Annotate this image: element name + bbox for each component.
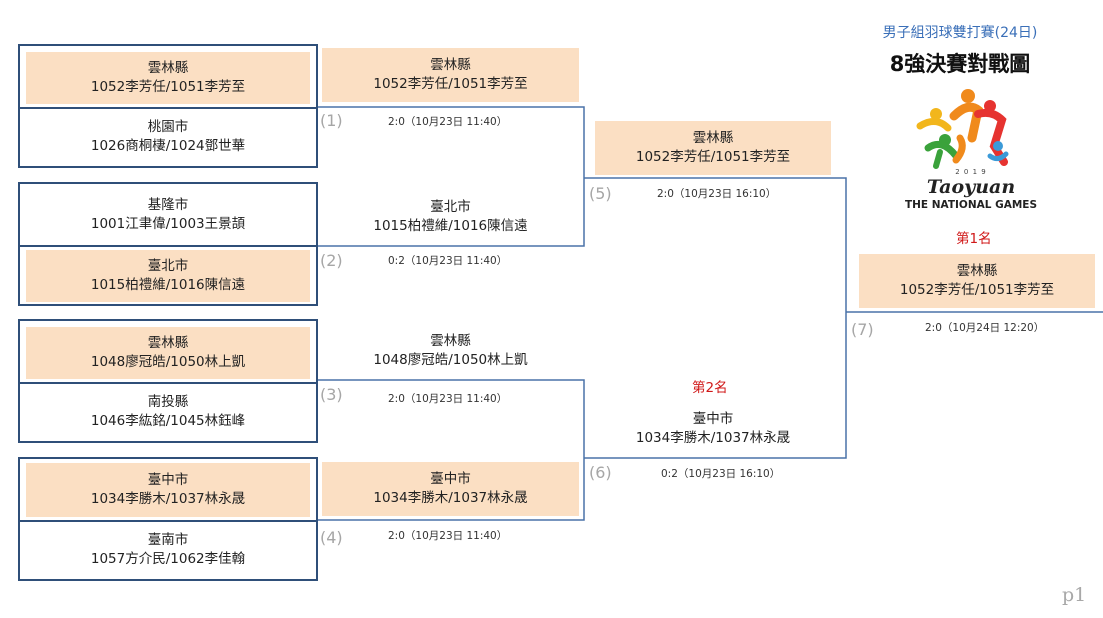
- taoyuan-2019-national-games-logo: 2 0 1 9 Taoyuan THE NATIONAL GAMES: [898, 86, 1044, 214]
- match-score: 2:0（10月23日 11:40）: [388, 393, 508, 405]
- team-players: 1057方介民/1062李佳翰: [90, 551, 246, 567]
- team-players: 1048廖冠皓/1050林上凱: [90, 354, 246, 370]
- round1-match-2: 基隆市 1001江聿偉/1003王景頡 臺北市 1015柏禮維/1016陳信遠: [18, 182, 318, 306]
- round3-slot-1: 雲林縣 1052李芳任/1051李芳至: [595, 121, 831, 175]
- round1-match-4: 臺中市 1034李勝木/1037林永晟 臺南市 1057方介民/1062李佳翰: [18, 457, 318, 581]
- team-players: 1052李芳任/1051李芳至: [635, 149, 791, 165]
- match-number: (4): [320, 528, 343, 547]
- match-number: (1): [320, 111, 343, 130]
- team-name: 基隆市: [147, 197, 189, 213]
- match-number: (7): [851, 320, 874, 339]
- team-slot: 基隆市 1001江聿偉/1003王景頡: [26, 188, 310, 242]
- match-score: 2:0（10月24日 12:20）: [925, 322, 1045, 334]
- match-score: 0:2（10月23日 11:40）: [388, 255, 508, 267]
- team-name: 南投縣: [147, 394, 189, 410]
- champion-slot: 雲林縣 1052李芳任/1051李芳至: [859, 254, 1095, 308]
- bracket-line-match-3: [318, 379, 585, 521]
- bracket-line-semifinal: [584, 177, 847, 459]
- team-name: 雲林縣: [430, 333, 471, 349]
- team-name: 臺中市: [430, 471, 471, 487]
- team-players: 1052李芳任/1051李芳至: [899, 282, 1055, 298]
- team-name: 雲林縣: [430, 57, 471, 73]
- divider: [18, 520, 318, 522]
- page-number: p1: [1062, 584, 1087, 606]
- team-players: 1046李紘銘/1045林鈺峰: [90, 413, 246, 429]
- team-players: 1034李勝木/1037林永晟: [373, 490, 528, 506]
- team-slot: 雲林縣 1048廖冠皓/1050林上凱: [26, 327, 310, 379]
- team-players: 1026商桐棲/1024鄧世華: [90, 138, 246, 154]
- match-number: (2): [320, 251, 343, 270]
- team-name: 雲林縣: [692, 130, 734, 146]
- team-name: 臺北市: [147, 258, 189, 274]
- team-name: 雲林縣: [956, 263, 998, 279]
- logo-figures-icon: [916, 89, 1009, 169]
- rank-second: 第2名: [692, 380, 728, 396]
- team-players: 1015柏禮維/1016陳信遠: [373, 218, 528, 234]
- team-players: 1034李勝木/1037林永晟: [90, 491, 246, 507]
- team-slot: 臺北市 1015柏禮維/1016陳信遠: [26, 250, 310, 302]
- team-slot: 雲林縣 1052李芳任/1051李芳至: [26, 52, 310, 104]
- team-slot: 南投縣 1046李紘銘/1045林鈺峰: [26, 385, 310, 439]
- round1-match-3: 雲林縣 1048廖冠皓/1050林上凱 南投縣 1046李紘銘/1045林鈺峰: [18, 319, 318, 443]
- round2-slot-1: 雲林縣 1052李芳任/1051李芳至: [322, 48, 579, 102]
- round1-match-1: 雲林縣 1052李芳任/1051李芳至 桃園市 1026商桐棲/1024鄧世華: [18, 44, 318, 168]
- match-number: (3): [320, 385, 343, 404]
- round3-slot-2: 臺中市 1034李勝木/1037林永晟: [595, 404, 831, 454]
- divider: [18, 107, 318, 109]
- team-name: 雲林縣: [147, 335, 189, 351]
- team-slot: 臺南市 1057方介民/1062李佳翰: [26, 523, 310, 577]
- team-players: 1015柏禮維/1016陳信遠: [90, 277, 246, 293]
- logo-word: Taoyuan: [926, 176, 1016, 198]
- bracket-line-match-1: [318, 106, 585, 247]
- team-players: 1048廖冠皓/1050林上凱: [373, 352, 528, 368]
- match-number: (5): [589, 184, 612, 203]
- round2-slot-4: 臺中市 1034李勝木/1037林永晟: [322, 462, 579, 516]
- team-slot: 桃園市 1026商桐棲/1024鄧世華: [26, 110, 310, 164]
- divider: [18, 245, 318, 247]
- rank-first: 第1名: [956, 231, 992, 247]
- match-score: 2:0（10月23日 11:40）: [388, 116, 508, 128]
- match-score: 2:0（10月23日 11:40）: [388, 530, 508, 542]
- team-players: 1001江聿偉/1003王景頡: [90, 216, 246, 232]
- team-players: 1052李芳任/1051李芳至: [90, 79, 246, 95]
- team-players: 1052李芳任/1051李芳至: [373, 76, 528, 92]
- team-name: 雲林縣: [147, 60, 189, 76]
- round2-slot-2: 臺北市 1015柏禮維/1016陳信遠: [322, 192, 579, 242]
- match-score: 0:2（10月23日 16:10）: [661, 468, 781, 480]
- divider: [18, 382, 318, 384]
- team-name: 臺中市: [692, 411, 734, 427]
- match-number: (6): [589, 463, 612, 482]
- team-name: 桃園市: [147, 119, 189, 135]
- logo-year: 2 0 1 9: [955, 168, 987, 176]
- page-title: 8強決賽對戰圖: [889, 52, 1031, 76]
- team-name: 臺南市: [147, 532, 189, 548]
- team-players: 1034李勝木/1037林永晟: [635, 430, 791, 446]
- team-slot: 臺中市 1034李勝木/1037林永晟: [26, 463, 310, 517]
- match-score: 2:0（10月23日 16:10）: [657, 188, 777, 200]
- logo-subtitle: THE NATIONAL GAMES: [904, 199, 1038, 211]
- team-name: 臺北市: [430, 199, 471, 215]
- round2-slot-3: 雲林縣 1048廖冠皓/1050林上凱: [322, 326, 579, 376]
- header-subtitle: 男子組羽球雙打賽(24日): [882, 25, 1038, 41]
- team-name: 臺中市: [147, 472, 189, 488]
